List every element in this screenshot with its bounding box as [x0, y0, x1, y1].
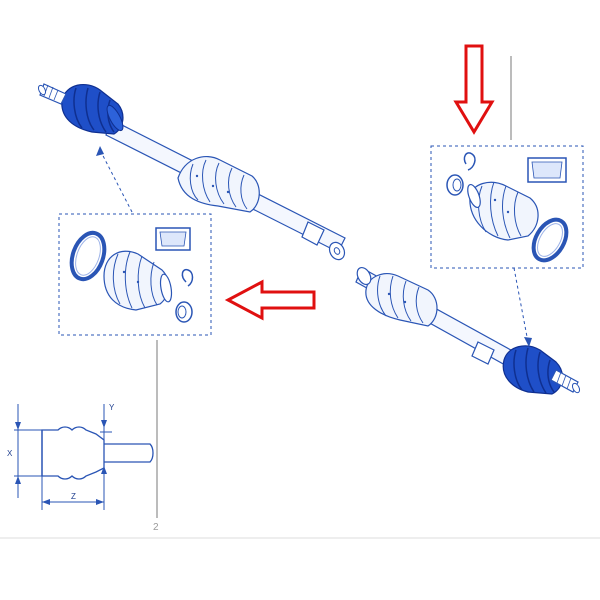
left-outer-boot [61, 83, 124, 135]
right-splined-stub [550, 369, 581, 394]
right-drive-shaft [355, 266, 581, 395]
right-inner-boot [356, 266, 438, 327]
left-kit-clamp-ring [69, 230, 107, 282]
dimension-z-label: Z [71, 492, 76, 501]
left-kit-snap-ring [181, 268, 194, 287]
right-kit-boot [467, 181, 539, 241]
left-splined-stub [37, 83, 67, 105]
left-shaft-collar [301, 221, 325, 246]
dimension-y-label: Y [109, 403, 115, 412]
dimension-shaft [104, 443, 154, 463]
left-kit-grease-sachet [155, 227, 191, 251]
left-kit-small-clamp [175, 301, 193, 323]
right-leader-dashed [513, 267, 529, 343]
callout-number: 2 [153, 522, 159, 533]
dimension-inset: X Y Z [7, 403, 154, 510]
left-kit-boot [103, 250, 173, 311]
left-drive-shaft [37, 83, 346, 261]
right-boot-kit-box [430, 56, 584, 269]
left-inner-boot [177, 156, 260, 213]
right-kit-clamp-ring [531, 217, 569, 263]
right-outer-boot [502, 345, 563, 395]
dimension-x-label: X [7, 449, 13, 458]
left-leader-dashed [99, 149, 133, 213]
right-kit-small-clamp [446, 174, 464, 196]
arrow-down-icon [453, 44, 495, 135]
dimension-boot-outline [41, 426, 105, 480]
right-kit-snap-ring [463, 152, 476, 171]
left-boot-kit-box [58, 213, 212, 336]
left-shaft-end [328, 241, 346, 261]
arrow-left-icon [224, 279, 316, 321]
right-kit-grease-sachet [527, 157, 567, 183]
